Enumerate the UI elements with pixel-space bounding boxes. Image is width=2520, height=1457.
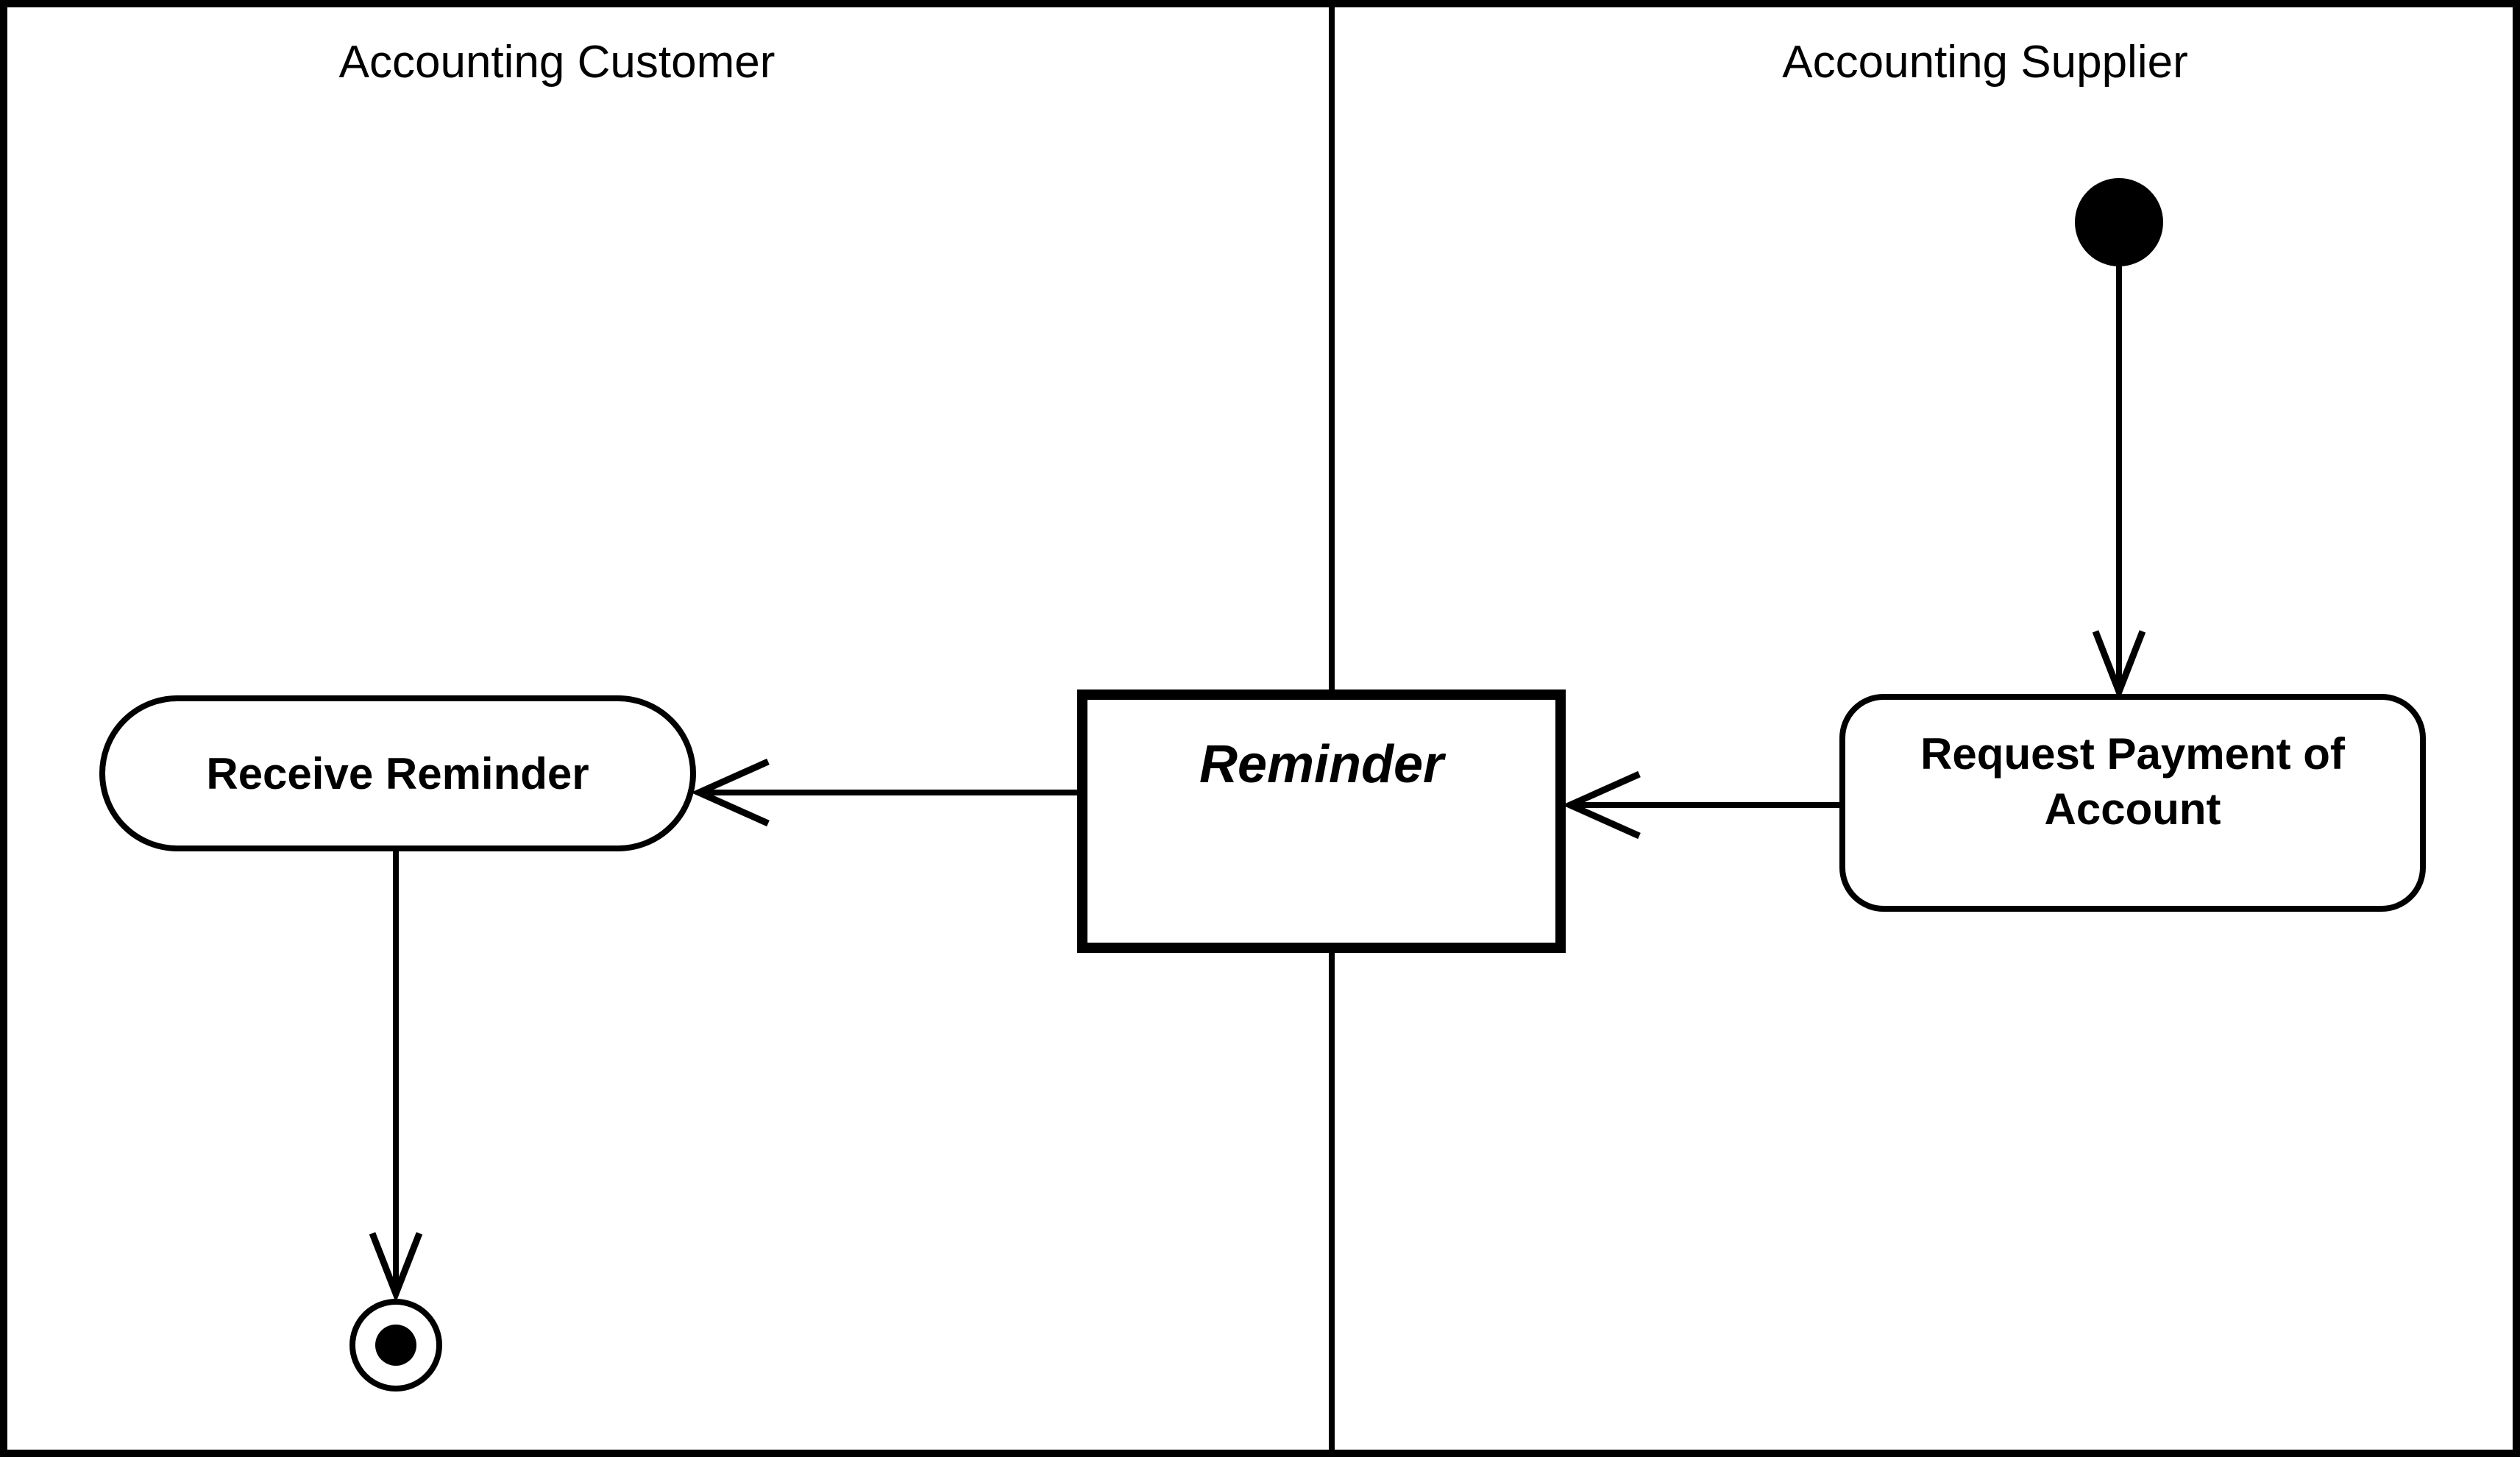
arrowhead-left-reminder (1561, 770, 1641, 840)
activity-request-payment-label: Request Payment of Account (1920, 729, 2345, 834)
object-node-reminder: Reminder (1077, 689, 1566, 953)
lane-title-supplier: Accounting Supplier (1782, 37, 2188, 88)
arrowhead-down-request (2092, 630, 2146, 701)
object-node-reminder-label: Reminder (1199, 735, 1444, 794)
initial-node (2075, 178, 2163, 266)
arrowhead-left-receive (690, 758, 770, 827)
final-node-dot (375, 1325, 416, 1366)
activity-request-payment: Request Payment of Account (1839, 694, 2426, 912)
arrowhead-down-final (369, 1232, 423, 1303)
activity-receive-reminder: Receive Reminder (99, 695, 696, 851)
lane-title-customer: Accounting Customer (338, 37, 775, 88)
activity-receive-reminder-label: Receive Reminder (206, 748, 589, 798)
